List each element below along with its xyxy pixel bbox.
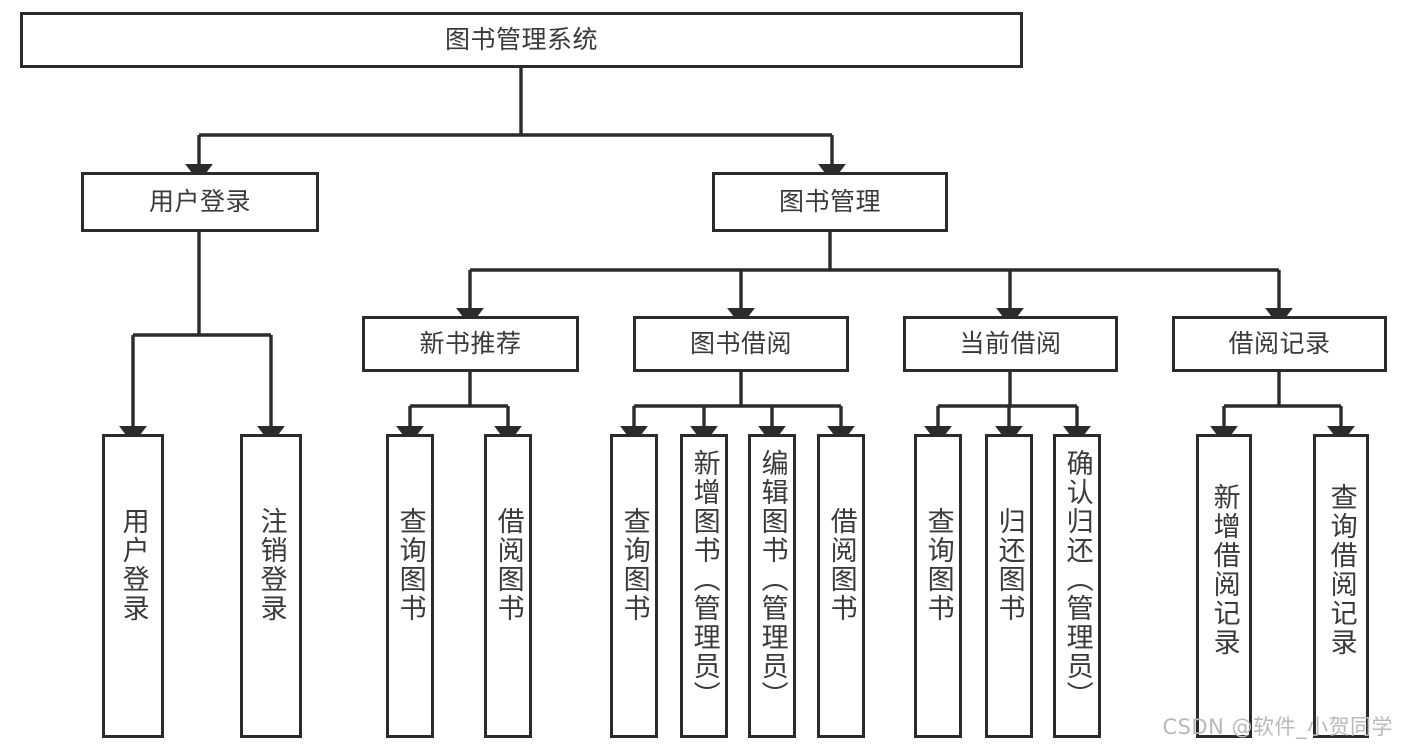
node-leaf-add-record-label: 新增借阅记录 xyxy=(1208,483,1240,657)
node-leaf-borrow-book-2[interactable]: 借阅图书 xyxy=(817,434,865,738)
node-book-borrow-label: 图书借阅 xyxy=(689,329,792,359)
node-leaf-add-record[interactable]: 新增借阅记录 xyxy=(1196,434,1252,738)
node-user-login[interactable]: 用户登录 xyxy=(81,172,319,232)
watermark-text: CSDN @软件_小贺同学 xyxy=(1162,715,1393,739)
node-leaf-add-book[interactable]: 新增图书（管理员） xyxy=(680,434,728,738)
node-leaf-borrow-book-2-label: 借阅图书 xyxy=(825,507,857,623)
node-leaf-logout-label: 注销登录 xyxy=(255,507,287,623)
node-borrow-record[interactable]: 借阅记录 xyxy=(1172,316,1387,372)
node-leaf-return-book[interactable]: 归还图书 xyxy=(985,434,1033,738)
node-new-book-recommend[interactable]: 新书推荐 xyxy=(362,316,579,372)
node-current-borrow[interactable]: 当前借阅 xyxy=(903,316,1118,372)
node-leaf-return-book-label: 归还图书 xyxy=(993,507,1025,623)
node-leaf-edit-book[interactable]: 编辑图书（管理员） xyxy=(748,434,796,738)
node-leaf-user-login-label: 用户登录 xyxy=(117,507,149,623)
node-leaf-borrow-book-1[interactable]: 借阅图书 xyxy=(484,434,532,738)
node-book-borrow[interactable]: 图书借阅 xyxy=(633,316,849,372)
node-leaf-borrow-book-1-label: 借阅图书 xyxy=(492,507,524,623)
node-leaf-logout[interactable]: 注销登录 xyxy=(240,434,302,738)
node-leaf-add-book-label: 新增图书（管理员） xyxy=(688,449,720,710)
node-leaf-query-book-2[interactable]: 查询图书 xyxy=(610,434,658,738)
node-leaf-confirm-return[interactable]: 确认归还（管理员） xyxy=(1053,434,1101,738)
node-leaf-query-book-3[interactable]: 查询图书 xyxy=(914,434,962,738)
node-borrow-record-label: 借阅记录 xyxy=(1228,329,1331,359)
node-leaf-query-book-3-label: 查询图书 xyxy=(922,507,954,623)
node-leaf-query-record[interactable]: 查询借阅记录 xyxy=(1313,434,1369,738)
node-current-borrow-label: 当前借阅 xyxy=(959,329,1062,359)
node-leaf-edit-book-label: 编辑图书（管理员） xyxy=(756,449,788,710)
node-leaf-query-book-2-label: 查询图书 xyxy=(618,507,650,623)
node-user-login-label: 用户登录 xyxy=(148,187,251,217)
node-new-book-recommend-label: 新书推荐 xyxy=(419,329,522,359)
node-book-manage[interactable]: 图书管理 xyxy=(712,172,948,232)
node-book-manage-label: 图书管理 xyxy=(778,187,881,217)
node-leaf-query-book-1-label: 查询图书 xyxy=(394,507,426,623)
node-leaf-user-login[interactable]: 用户登录 xyxy=(102,434,164,738)
node-leaf-query-book-1[interactable]: 查询图书 xyxy=(386,434,434,738)
node-root[interactable]: 图书管理系统 xyxy=(20,12,1023,68)
node-leaf-query-record-label: 查询借阅记录 xyxy=(1325,483,1357,657)
node-leaf-confirm-return-label: 确认归还（管理员） xyxy=(1061,449,1093,710)
node-root-label: 图书管理系统 xyxy=(444,25,598,55)
